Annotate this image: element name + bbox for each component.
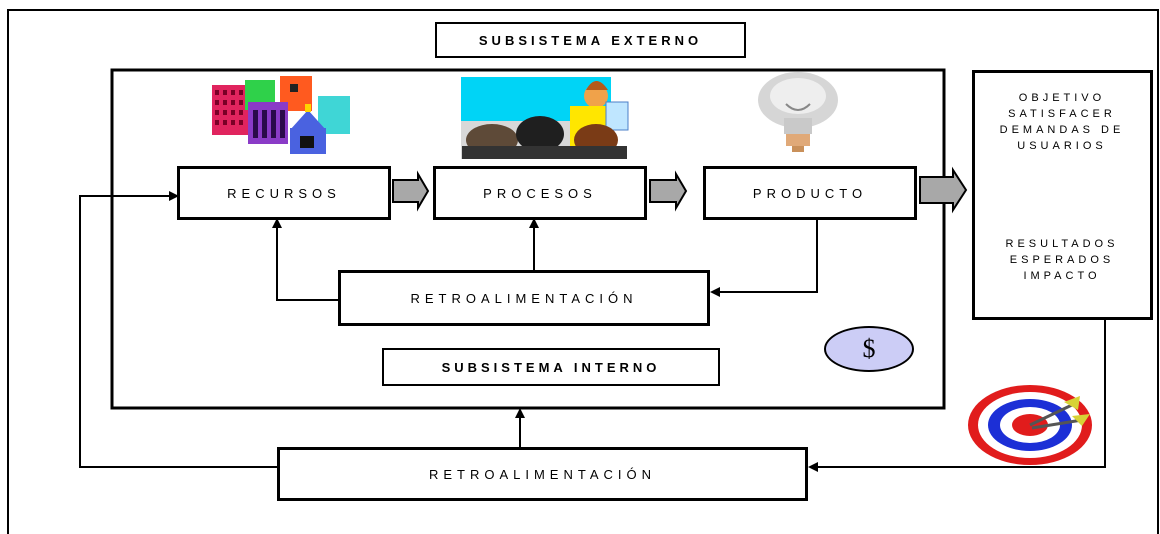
objective-line-1: OBJETIVO <box>1018 92 1106 104</box>
objective-results-box <box>972 70 1153 320</box>
connector-results-to-outer-feedback <box>808 316 1106 472</box>
processes-box: PROCESOS <box>433 166 647 220</box>
product-label: PRODUCTO <box>752 185 868 201</box>
results-line-2: ESPERADOS <box>1009 254 1115 266</box>
connector-outer-feedback-to-resources <box>79 191 277 468</box>
objective-line-3: DEMANDAS DE <box>999 124 1125 136</box>
internal-subsystem-box: SUBSISTEMA INTERNO <box>382 348 720 386</box>
buildings-icon <box>212 76 350 154</box>
resources-box: RECURSOS <box>177 166 391 220</box>
inner-feedback-label: RETROALIMENTACIÓN <box>410 290 638 306</box>
internal-subsystem-label: SUBSISTEMA INTERNO <box>441 359 661 375</box>
money-badge: $ <box>824 326 914 372</box>
product-box: PRODUCTO <box>703 166 917 220</box>
money-symbol: $ <box>862 334 876 363</box>
connector-product-to-inner-feedback <box>710 220 818 297</box>
outer-feedback-label: RETROALIMENTACIÓN <box>428 466 657 482</box>
results-text: RESULTADOS ESPERADOS IMPACTO <box>976 236 1148 284</box>
external-subsystem-box: SUBSISTEMA EXTERNO <box>435 22 746 58</box>
resources-label: RECURSOS <box>227 185 341 201</box>
block-arrow-resources-to-processes <box>392 170 430 212</box>
objective-text: OBJETIVO SATISFACER DEMANDAS DE USUARIOS <box>976 90 1148 154</box>
block-arrow-product-to-objective <box>919 166 968 214</box>
outer-frame <box>7 9 1159 534</box>
processes-label: PROCESOS <box>483 185 597 201</box>
block-arrow-processes-to-product <box>649 170 688 212</box>
connector-inner-feedback-to-resources <box>272 218 338 301</box>
internal-subsystem-frame <box>110 68 946 410</box>
external-subsystem-label: SUBSISTEMA EXTERNO <box>478 32 703 48</box>
results-line-1: RESULTADOS <box>1005 238 1119 250</box>
outer-feedback-box: RETROALIMENTACIÓN <box>277 447 808 501</box>
light-bulb-icon <box>758 72 838 152</box>
inner-feedback-box: RETROALIMENTACIÓN <box>338 270 710 326</box>
target-icon <box>968 385 1092 465</box>
results-line-3: IMPACTO <box>1023 270 1101 282</box>
objective-line-4: USUARIOS <box>1017 140 1107 152</box>
objective-line-2: SATISFACER <box>1008 108 1116 120</box>
meeting-icon <box>461 77 629 159</box>
